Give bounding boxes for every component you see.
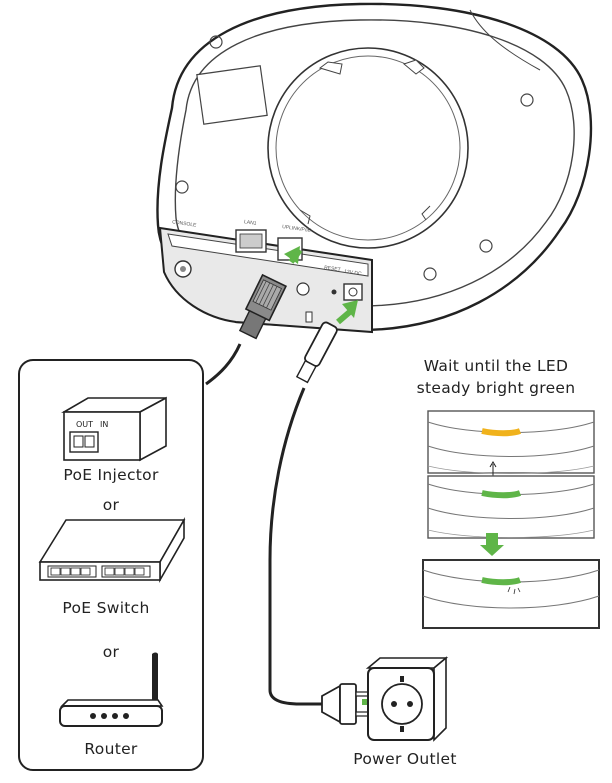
or-label-1: or [102, 496, 120, 514]
injector-in-label: IN [100, 420, 109, 429]
led-instruction-line2: steady bright green [416, 379, 576, 397]
green-arrow-icon [284, 246, 300, 264]
access-point-illustration [156, 2, 593, 334]
ethernet-cable [205, 246, 303, 386]
green-arrow-icon [480, 533, 504, 556]
router-label: Router [84, 740, 138, 758]
power-plug-icon [321, 683, 371, 725]
poe-switch-label: PoE Switch [62, 599, 150, 617]
poe-injector-icon [61, 396, 167, 462]
led-steady-panel [422, 559, 600, 629]
router-icon [59, 652, 164, 727]
injector-out-label: OUT [76, 420, 94, 429]
green-arrow-icon [342, 300, 358, 318]
power-outlet-label: Power Outlet [353, 750, 457, 768]
power-outlet-icon [365, 656, 449, 742]
poe-injector-label: PoE Injector [63, 466, 159, 484]
green-led-light [481, 490, 522, 499]
poe-switch-icon [38, 516, 186, 584]
led-amber-panel [427, 410, 595, 474]
led-green-panel [427, 475, 595, 539]
dc-barrel-connector-icon [295, 321, 338, 384]
or-label-2: or [102, 643, 120, 661]
led-instruction-line1: Wait until the LED [423, 357, 569, 375]
steady-green-led-light [481, 577, 522, 586]
ethernet-connector-icon [238, 273, 288, 340]
amber-led-light [481, 428, 522, 437]
dc-power-cable [268, 300, 358, 706]
